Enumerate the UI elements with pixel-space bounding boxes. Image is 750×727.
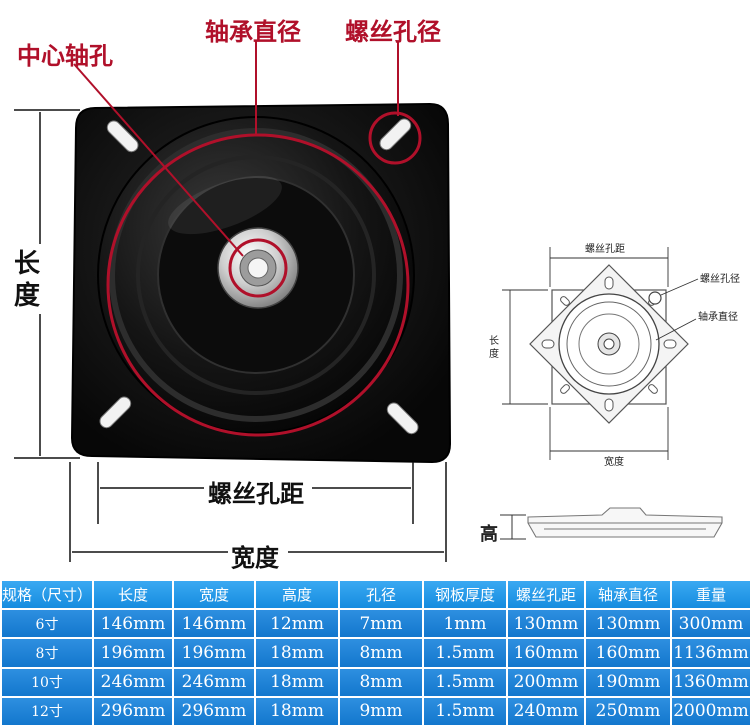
table-cell: 296mm bbox=[92, 695, 174, 727]
table-cell: 12寸 bbox=[0, 695, 94, 727]
header-bearing-diameter: 轴承直径 bbox=[584, 579, 672, 610]
table-cell: 12mm bbox=[254, 607, 340, 640]
header-width: 宽度 bbox=[172, 579, 256, 610]
callout-leaders bbox=[73, 40, 399, 257]
tech-width-label: 宽度 bbox=[604, 457, 624, 468]
table-row: 12寸 296mm 296mm 18mm 9mm 1.5mm 240mm 250… bbox=[0, 695, 750, 727]
length-dimension bbox=[14, 109, 80, 459]
table-cell: 196mm bbox=[92, 637, 174, 669]
tech-plate bbox=[529, 264, 689, 424]
table-cell: 9mm bbox=[338, 695, 424, 727]
table-cell: 6寸 bbox=[0, 607, 94, 640]
bearing-diameter-ring bbox=[106, 133, 410, 437]
swivel-plate-photo bbox=[14, 40, 452, 562]
table-cell: 246mm bbox=[92, 666, 174, 698]
table-cell: 300mm bbox=[670, 607, 750, 640]
table-cell: 8mm bbox=[338, 637, 424, 669]
table-cell: 10寸 bbox=[0, 666, 94, 698]
table-cell: 18mm bbox=[254, 637, 340, 669]
table-cell: 130mm bbox=[584, 607, 672, 640]
tech-bearing-diameter-label: 轴承直径 bbox=[698, 312, 738, 323]
side-height-label: 高 bbox=[480, 524, 498, 545]
bearing-diameter-label: 轴承直径 bbox=[205, 18, 301, 46]
table-cell: 8寸 bbox=[0, 637, 94, 669]
tech-length-label: 长度 bbox=[489, 335, 501, 361]
table-cell: 240mm bbox=[506, 695, 586, 727]
tech-screw-distance-label: 螺丝孔距 bbox=[583, 240, 627, 255]
center-hole-label: 中心轴孔 bbox=[17, 42, 113, 70]
table-cell: 296mm bbox=[172, 695, 256, 727]
table-cell: 130mm bbox=[506, 607, 586, 640]
header-hole-diameter: 孔径 bbox=[338, 579, 424, 610]
header-spec: 规格（尺寸） bbox=[0, 579, 94, 610]
header-weight: 重量 bbox=[670, 579, 750, 610]
corner-slot-tl bbox=[106, 120, 139, 153]
length-label: 长度 bbox=[13, 249, 40, 311]
table-row: 10寸 246mm 246mm 18mm 8mm 1.5mm 200mm 190… bbox=[0, 666, 750, 698]
table-cell: 2000mm bbox=[670, 695, 750, 727]
screw-hole-diameter-label: 螺丝孔径 bbox=[345, 18, 441, 46]
table-cell: 7mm bbox=[338, 607, 424, 640]
header-plate-thickness: 钢板厚度 bbox=[422, 579, 508, 610]
screw-hole-marker bbox=[368, 111, 422, 165]
width-dimension bbox=[69, 462, 447, 562]
table-cell: 196mm bbox=[172, 637, 256, 669]
table-cell: 1.5mm bbox=[422, 695, 508, 727]
header-length: 长度 bbox=[92, 579, 174, 610]
table-cell: 200mm bbox=[506, 666, 586, 698]
corner-slot-bl bbox=[99, 396, 132, 429]
center-hub bbox=[217, 227, 299, 309]
corner-slot-br bbox=[386, 402, 419, 435]
table-cell: 18mm bbox=[254, 666, 340, 698]
table-cell: 1136mm bbox=[670, 637, 750, 669]
tech-dimension-lines bbox=[502, 247, 699, 460]
corner-slot-tr bbox=[379, 118, 412, 151]
table-row: 8寸 196mm 196mm 18mm 8mm 1.5mm 160mm 160m… bbox=[0, 637, 750, 669]
spec-header-row: 规格（尺寸） 长度 宽度 高度 孔径 钢板厚度 螺丝孔距 轴承直径 重量 bbox=[0, 579, 750, 610]
technical-drawing bbox=[502, 247, 699, 460]
width-label: 宽度 bbox=[231, 544, 279, 572]
table-cell: 146mm bbox=[92, 607, 174, 640]
spec-table: 规格（尺寸） 长度 宽度 高度 孔径 钢板厚度 螺丝孔距 轴承直径 重量 6寸 … bbox=[0, 579, 750, 727]
table-cell: 1.5mm bbox=[422, 637, 508, 669]
screw-hole-distance-label: 螺丝孔距 bbox=[208, 480, 304, 508]
side-view-drawing bbox=[500, 507, 723, 540]
table-cell: 246mm bbox=[172, 666, 256, 698]
side-profile bbox=[527, 507, 723, 538]
header-height: 高度 bbox=[254, 579, 340, 610]
tech-screw-diameter-label: 螺丝孔径 bbox=[700, 274, 740, 285]
table-cell: 190mm bbox=[584, 666, 672, 698]
table-cell: 18mm bbox=[254, 695, 340, 727]
header-screw-distance: 螺丝孔距 bbox=[506, 579, 586, 610]
height-dimension bbox=[500, 514, 526, 540]
table-cell: 8mm bbox=[338, 666, 424, 698]
table-cell: 160mm bbox=[584, 637, 672, 669]
table-cell: 146mm bbox=[172, 607, 256, 640]
table-cell: 160mm bbox=[506, 637, 586, 669]
table-cell: 1360mm bbox=[670, 666, 750, 698]
table-row: 6寸 146mm 146mm 12mm 7mm 1mm 130mm 130mm … bbox=[0, 607, 750, 640]
table-cell: 250mm bbox=[584, 695, 672, 727]
screw-distance-dimension bbox=[97, 462, 414, 524]
table-cell: 1.5mm bbox=[422, 666, 508, 698]
table-cell: 1mm bbox=[422, 607, 508, 640]
